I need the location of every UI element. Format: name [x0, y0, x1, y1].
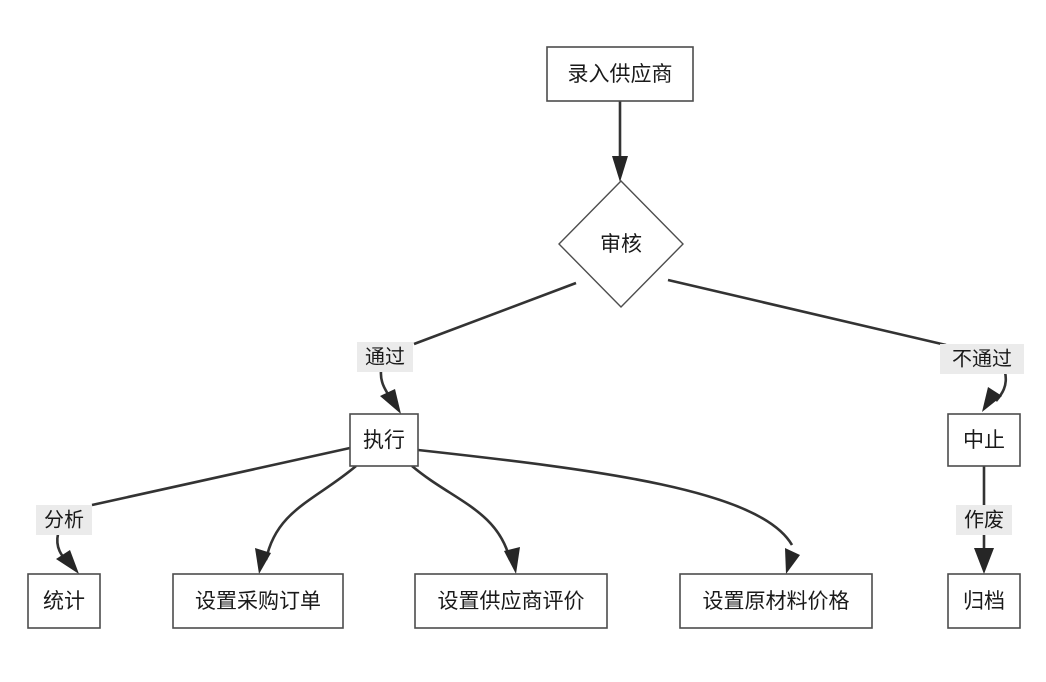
node-label: 中止: [963, 428, 1005, 452]
node-statistics[interactable]: 统计: [27, 573, 101, 629]
edge-path: [417, 448, 794, 546]
edge-execute-to-purchase-order: [255, 465, 357, 574]
edge-execute-to-supplier-evaluation: [411, 465, 520, 574]
edge-label-pass: 通过: [357, 342, 413, 372]
node-label: 设置采购订单: [195, 589, 321, 613]
arrow-head-icon: [785, 548, 800, 574]
node-set-supplier-evaluation[interactable]: 设置供应商评价: [414, 573, 608, 629]
node-shape-diamond[interactable]: [558, 180, 684, 308]
node-layer: 录入供应商 审核 执行 中止 统计: [27, 46, 1021, 629]
edge-label-text: 不通过: [952, 347, 1012, 371]
arrow-head-icon: [982, 387, 1002, 412]
node-label: 录入供应商: [568, 62, 673, 86]
node-suspend[interactable]: 中止: [947, 413, 1021, 467]
edge-path: [264, 465, 357, 561]
node-review[interactable]: 审核: [558, 180, 684, 308]
node-label: 设置原材料价格: [703, 589, 850, 613]
edge-path: [91, 446, 351, 507]
edge-label-text: 通过: [365, 345, 405, 369]
edge-path: [411, 465, 512, 561]
node-shape-rect[interactable]: [349, 413, 419, 467]
node-label: 设置供应商评价: [438, 589, 585, 613]
arrow-head-icon: [974, 548, 994, 574]
edge-label-text: 作废: [964, 508, 1004, 532]
edge-layer: [56, 101, 1008, 574]
edge-path: [413, 281, 577, 346]
edge-label-fail: 不通过: [940, 344, 1024, 374]
node-shape-rect[interactable]: [414, 573, 608, 629]
edge-label-layer: 通过 不通过 分析 作废: [36, 342, 1024, 535]
edge-review-to-suspend: [667, 278, 1008, 412]
node-label: 审核: [600, 232, 642, 256]
arrow-head-icon: [255, 548, 271, 574]
edge-path: [667, 278, 947, 347]
node-archive[interactable]: 归档: [947, 573, 1021, 629]
node-execute[interactable]: 执行: [349, 413, 419, 467]
edge-label-background: [36, 505, 92, 535]
node-shape-rect[interactable]: [546, 46, 694, 102]
arrow-head-icon: [504, 547, 520, 574]
node-label: 归档: [963, 589, 1005, 613]
edge-execute-to-stats: [56, 446, 351, 574]
node-set-material-price[interactable]: 设置原材料价格: [679, 573, 873, 629]
node-shape-rect[interactable]: [27, 573, 101, 629]
node-shape-rect[interactable]: [679, 573, 873, 629]
arrow-head-icon: [380, 389, 401, 414]
node-shape-rect[interactable]: [947, 573, 1021, 629]
node-shape-rect[interactable]: [172, 573, 344, 629]
node-shape-rect[interactable]: [947, 413, 1021, 467]
edge-entry-to-review: [612, 101, 628, 182]
edge-label-background: [956, 505, 1012, 535]
arrow-head-icon: [612, 156, 628, 182]
edge-label-text: 分析: [44, 508, 84, 532]
edge-label-void: 作废: [956, 505, 1012, 535]
edge-review-to-execute: [379, 281, 577, 414]
edge-label-analyze: 分析: [36, 505, 92, 535]
edge-execute-to-material-price: [417, 448, 800, 574]
arrow-head-icon: [56, 550, 79, 574]
node-entry-supplier[interactable]: 录入供应商: [546, 46, 694, 102]
edge-label-background: [940, 344, 1024, 374]
node-label: 执行: [363, 428, 405, 452]
node-set-purchase-order[interactable]: 设置采购订单: [172, 573, 344, 629]
edge-label-background: [357, 342, 413, 372]
node-label: 统计: [43, 589, 85, 613]
